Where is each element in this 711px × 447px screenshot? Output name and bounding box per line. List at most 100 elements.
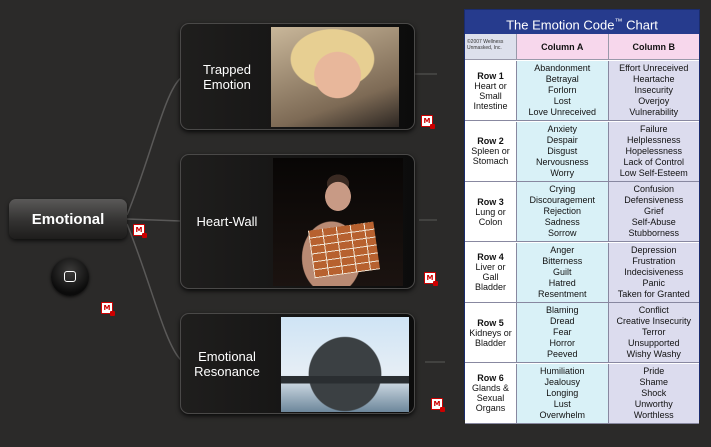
emotion-item: Terror [641,327,666,337]
row-organ: Liver or [475,262,506,272]
emotion-item: Failure [639,123,668,134]
emotion-item: Overjoy [638,96,670,106]
collapse-toggle-button[interactable] [51,258,89,296]
topic-label: Trapped Emotion [203,61,251,92]
row-organ: Spleen or [471,146,510,156]
emotion-item: Forlorn [547,85,577,95]
emotion-item: Nervousness [535,156,589,167]
emotion-item: Lost [553,96,571,106]
emotion-item: Frustration [632,255,676,266]
emotion-item: Helplessness [626,134,681,145]
emotion-item: Sadness [544,217,580,227]
emotion-item: Worry [550,167,575,178]
mindmanager-link-icon[interactable]: M [101,302,115,316]
row-number: Row 2 [477,136,504,146]
emotion-item: Love Unreceived [528,107,597,117]
column-a-header: Column A [517,34,609,59]
emotion-item: Humiliation [539,365,585,376]
row-organ: Bladder [474,337,507,348]
emotion-item: Anger [550,244,575,255]
emotion-item: Self-Abuse [631,217,676,227]
emotion-item: Rejection [543,206,582,216]
emotion-item: Insecurity [634,85,673,95]
emotion-item: Despair [546,134,578,145]
square-icon [64,271,76,282]
connector-root-topic3 [126,223,182,361]
row-number: Row 3 [477,196,504,207]
emotion-item: Longing [546,387,579,398]
topic-heart-wall[interactable]: Heart-Wall [180,154,415,289]
emotion-item: Dread [549,316,575,326]
emotion-item: Confusion [633,184,675,194]
column-b-header: Column B [608,34,699,59]
emotion-item: Worthless [633,409,674,420]
topic-label: Emotional Resonance [194,348,260,379]
emotion-item: Taken for Granted [617,288,690,299]
brick-wall-icon [307,221,381,279]
crying-woman-photo [271,27,399,127]
emotion-item: Effort Unreceived [619,63,689,73]
row-organ: Intestine [473,100,508,111]
emotion-code-chart: The Emotion Code™ Chart ©2007 Wellness U… [464,9,700,424]
emotion-item: Crying [549,184,576,194]
emotion-item: Depression [630,244,677,255]
row-number: Row 6 [477,373,504,383]
emotion-item: Unsupported [627,338,680,348]
emotion-item: Discouragement [529,195,596,205]
mindmanager-link-icon[interactable]: M [421,115,435,129]
emotion-item: Shock [641,387,667,398]
row-number: Row 5 [477,317,504,328]
emotion-item: Panic [642,277,665,288]
topic-trapped-emotion[interactable]: Trapped Emotion [180,23,415,130]
mindmanager-link-icon[interactable]: M [424,272,438,286]
trademark-symbol: ™ [614,17,623,26]
emotion-item: Sorrow [547,228,577,238]
emotion-item: Anxiety [547,123,577,134]
row-organ: Heart or [474,80,507,91]
emotion-item: Defensiveness [624,195,684,205]
mindmanager-link-icon[interactable]: M [431,398,445,412]
row-organ: Gall [482,272,499,282]
emotion-item: Lust [553,398,571,409]
emotion-item: Guilt [552,266,572,277]
chart-title: The Emotion Code™ Chart [465,10,699,34]
emotion-item: Unworthy [634,398,673,409]
emotion-item: Fear [552,327,572,337]
emotion-item: Bitterness [542,255,583,266]
topic-emotional-resonance[interactable]: Emotional Resonance [180,313,415,414]
emotion-item: Hatred [548,277,576,288]
root-topic-emotional[interactable]: Emotional [9,199,127,239]
emotion-item: Pride [643,365,665,376]
emotion-item: Abandonment [534,63,591,73]
emotion-item: Betrayal [545,74,579,84]
row-organ: Bladder [474,282,507,292]
mindmanager-link-icon[interactable]: M [133,224,147,238]
chart-title-text: The Emotion Code [506,17,615,33]
emotion-item: Stubborness [628,228,680,238]
emotion-item: Overwhelm [539,409,585,420]
topic-label: Heart-Wall [196,214,258,229]
chart-copyright: ©2007 Wellness Unmasked, Inc. [465,34,517,59]
emotion-item: Disgust [547,145,578,156]
